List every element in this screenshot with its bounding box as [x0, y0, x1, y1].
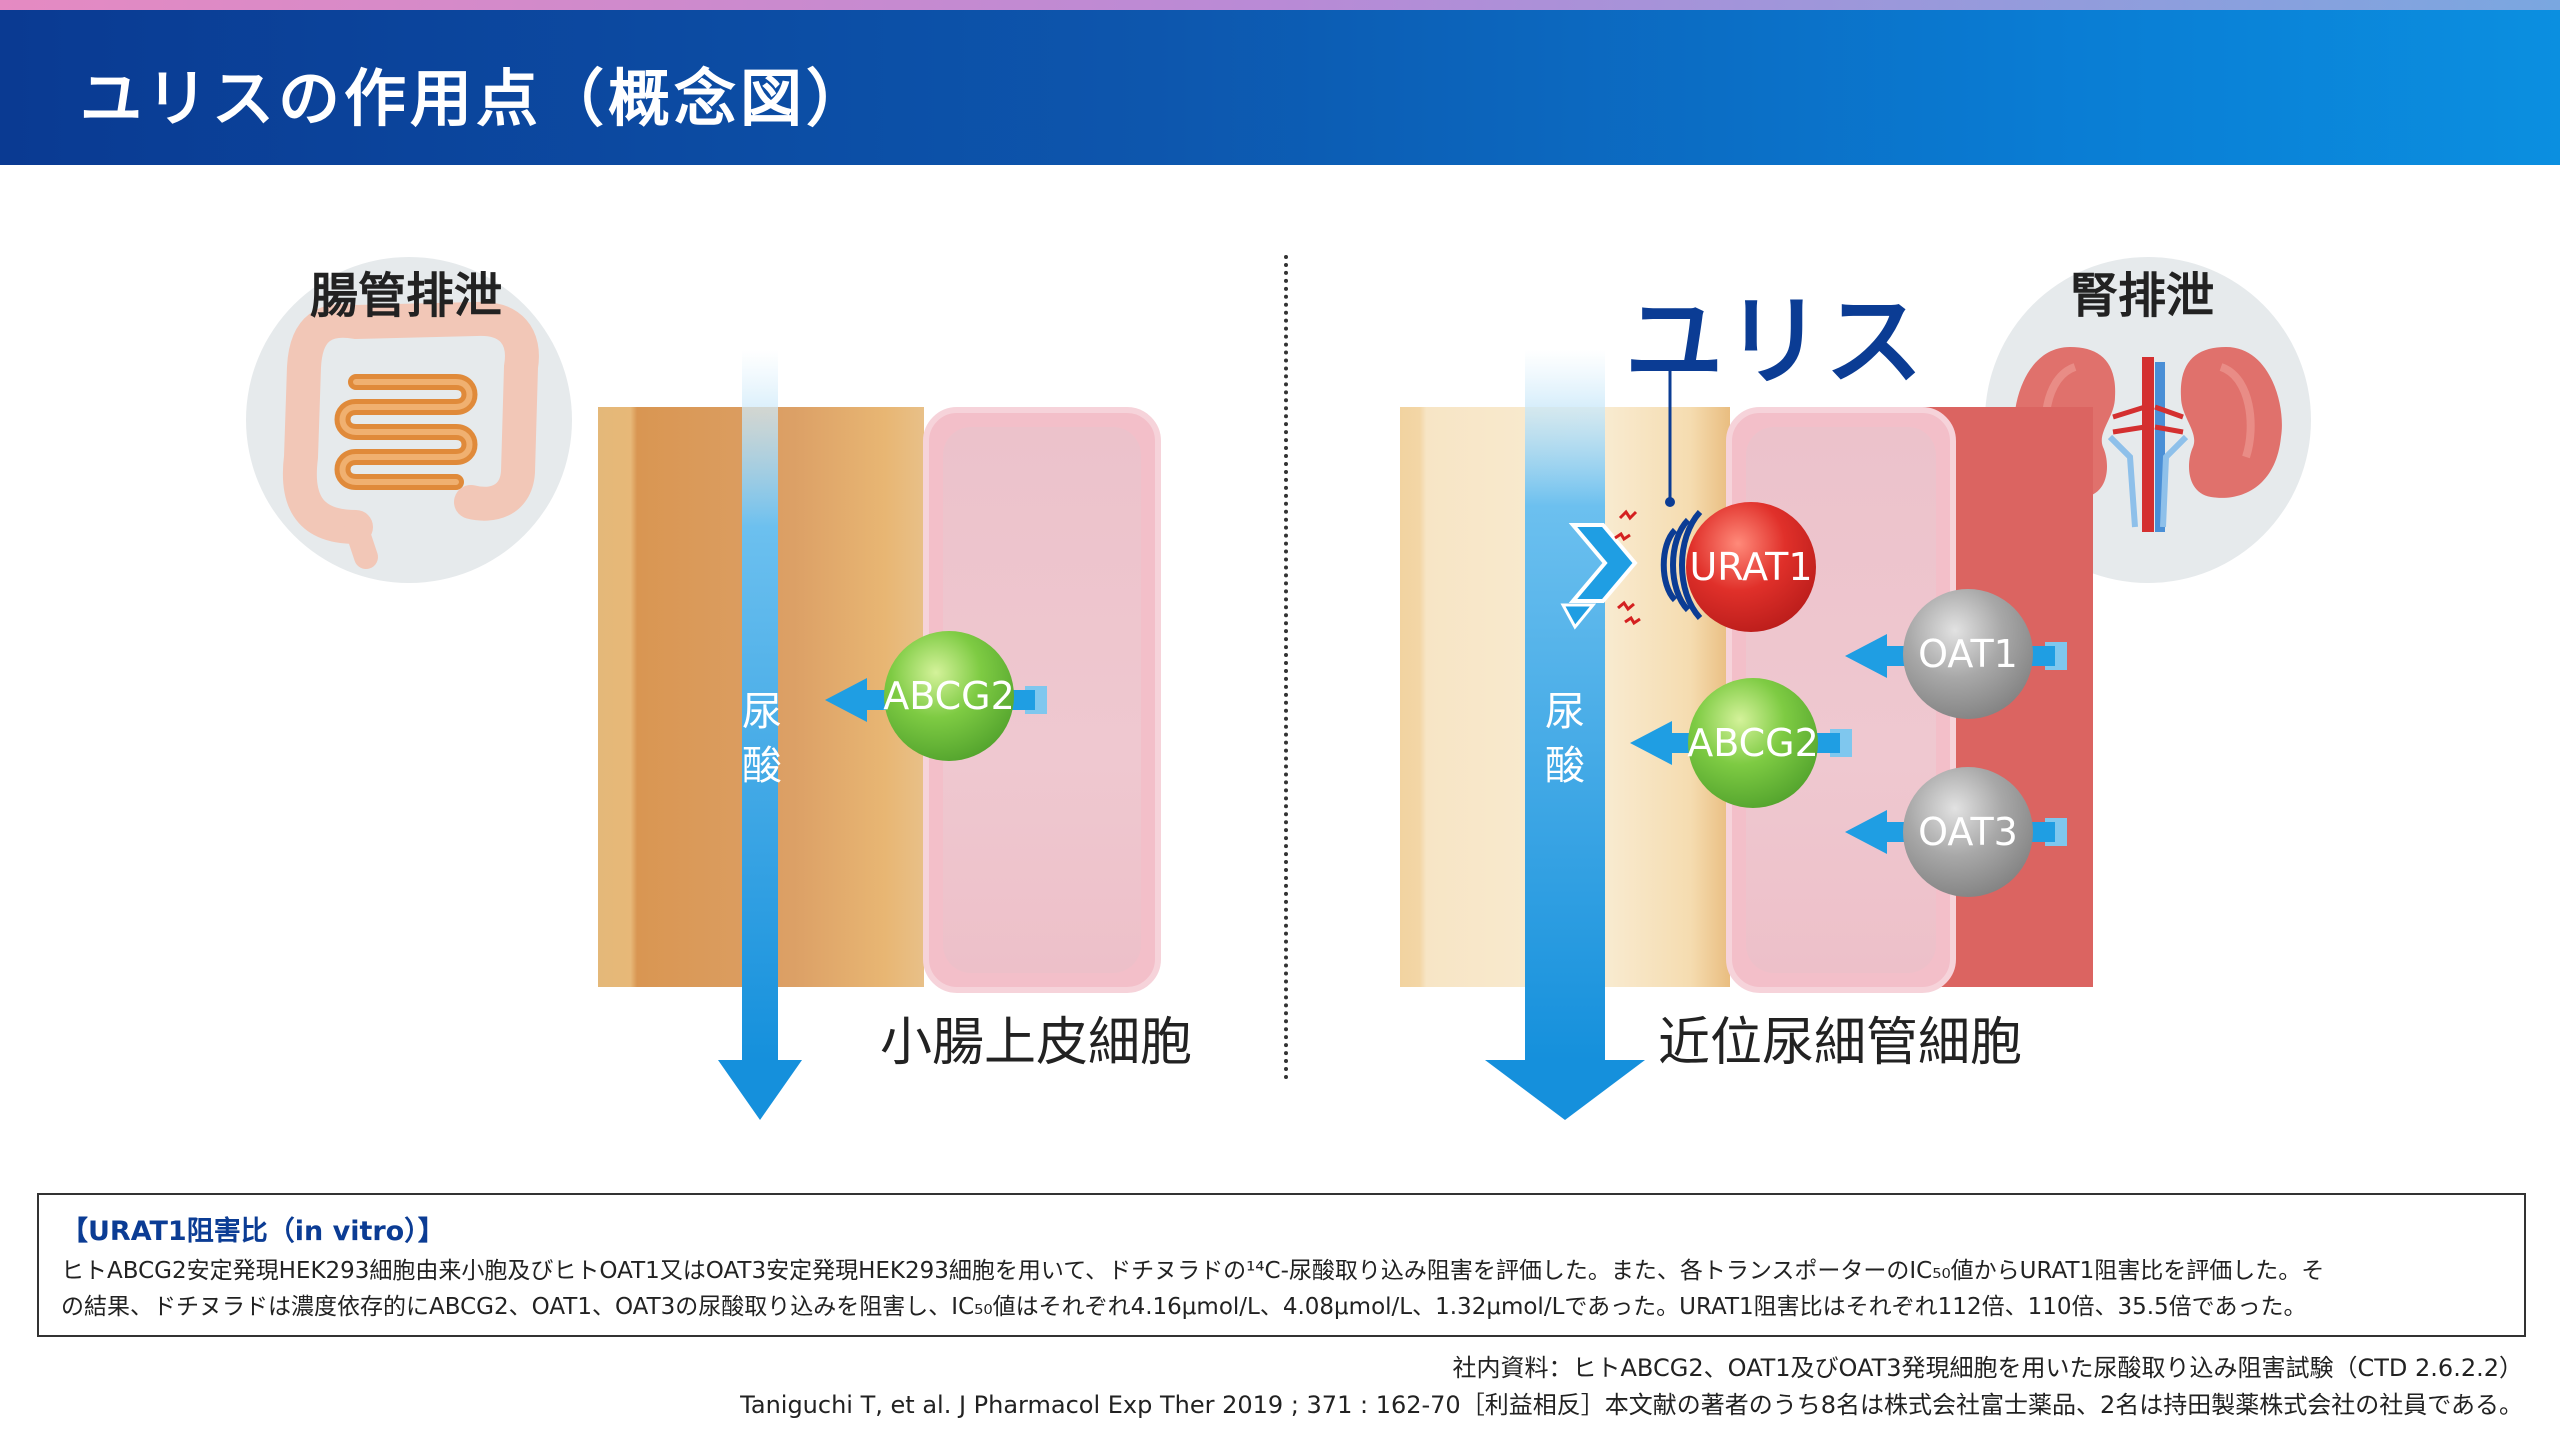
proximal-tubule-cell [1726, 407, 1956, 993]
abcg2-transporter-right: ABCG2 [1687, 678, 1819, 808]
info-title: 【URAT1阻害比（in vitro）】 [61, 1216, 445, 1247]
intestine-icon [246, 257, 572, 583]
uric-acid-label-left: 尿酸 [742, 689, 782, 789]
page-title: ユリスの作用点（概念図） [80, 62, 873, 135]
urat1-inhibition-info-box: 【URAT1阻害比（in vitro）】 ヒトABCG2安定発現HEK293細胞… [37, 1193, 2526, 1337]
info-text-line-2: の結果、ドチヌラドは濃度依存的にABCG2、OAT1、OAT3の尿酸取り込みを阻… [61, 1294, 2307, 1320]
top-accent-line [0, 0, 2560, 10]
info-text-line-1: ヒトABCG2安定発現HEK293細胞由来小胞及びヒトOAT1又はOAT3安定発… [61, 1258, 2325, 1284]
source-citation-2: Taniguchi T, et al. J Pharmacol Exp Ther… [740, 1391, 2523, 1419]
uric-acid-flow-arrow-right [1485, 350, 1645, 1120]
uric-acid-label-right: 尿酸 [1545, 689, 1585, 789]
blocked-reabsorption-arrow [1560, 523, 1638, 630]
yuris-drug-label: ユリス [1625, 285, 1926, 399]
abcg2-transporter-left: ABCG2 [883, 631, 1015, 761]
oat3-transporter: OAT3 [1903, 767, 2033, 897]
oat1-transporter: OAT1 [1903, 589, 2033, 719]
urat1-transporter: URAT1 [1686, 502, 1816, 632]
drug-pointer-line [1665, 360, 1675, 507]
uric-acid-flow-arrow-left [718, 350, 802, 1120]
proximal-tubule-cell-caption: 近位尿細管細胞 [1658, 1013, 2023, 1073]
source-citation-1: 社内資料：ヒトABCG2、OAT1及びOAT3発現細胞を用いた尿酸取り込み阻害試… [1452, 1354, 2523, 1382]
small-intestine-cell-caption: 小腸上皮細胞 [880, 1013, 1193, 1073]
intestinal-excretion-title: 腸管排泄 [310, 268, 503, 324]
header-bar: ユリスの作用点（概念図） [0, 10, 2560, 165]
inhibition-signal-icon [1614, 509, 1703, 626]
panel-divider [1284, 255, 1288, 1080]
renal-excretion-title: 腎排泄 [2070, 268, 2215, 324]
